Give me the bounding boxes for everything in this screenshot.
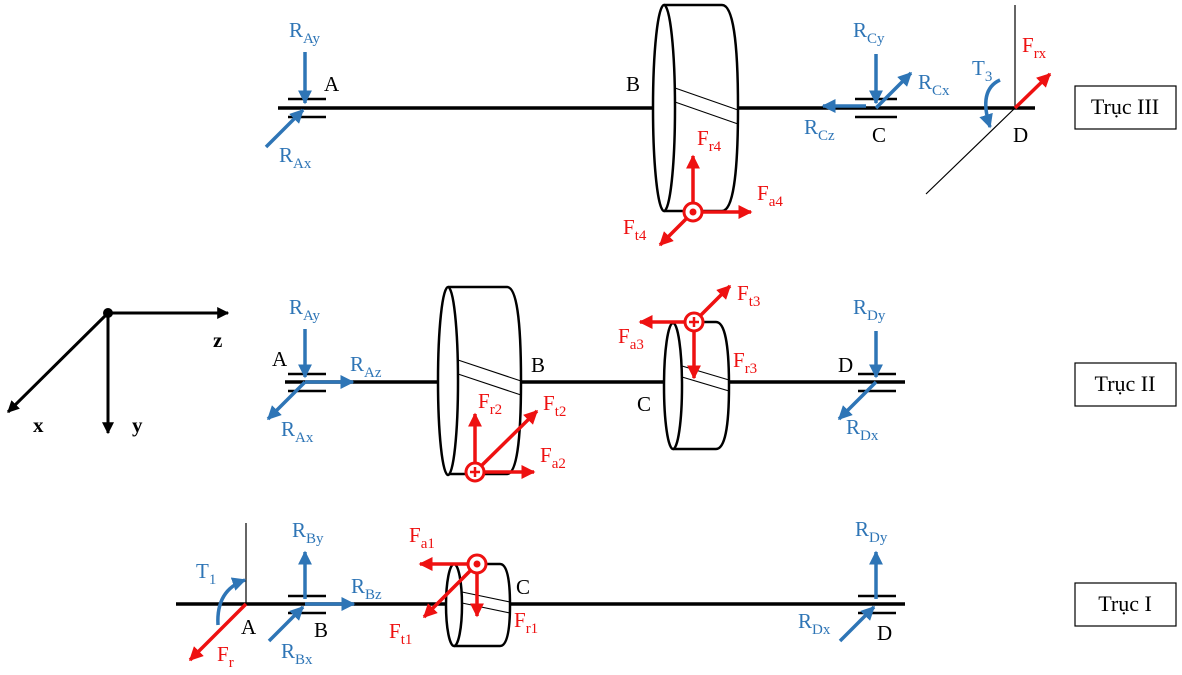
label-a-2: A [272,347,288,371]
label-b-2: B [531,353,545,377]
label-rdx-2: RDx [846,415,879,444]
label-b-1: B [314,618,328,642]
label-rdx-1: RDx [798,609,831,638]
arrow-ft2 [473,409,539,474]
shaft-3-diagram: A B C D RAy RAx RCy RCx RCz T3 Frx Fr4 F… [264,3,1177,247]
label-fa3: Fa3 [618,324,644,353]
z-axis-label: z [213,328,222,352]
label-a-1: A [241,615,257,639]
label-rax-3: RAx [279,143,312,172]
label-fa2: Fa2 [540,443,566,472]
label-fr1: Fr1 [514,608,538,637]
label-fr: Fr [217,642,234,671]
arrow-rax-2 [266,380,307,421]
gear-3 [662,320,731,451]
arrow-frx [1013,72,1052,110]
label-ray-3: RAy [289,18,320,47]
arrow-rax-3 [264,108,305,149]
label-d-2: D [838,353,853,377]
y-axis-label: y [132,413,143,437]
label-ray-2: RAy [289,295,320,324]
arrow-rcx-3 [874,71,913,110]
shaft-3-title: Trục III [1091,94,1159,119]
shaft-1-diagram: A B C D T1 RBy RBz RBx RDy RDx Fr Fa1 Ft… [176,517,1177,671]
label-b-3: B [626,72,640,96]
label-d-1: D [877,621,892,645]
label-rdy-1: RDy [855,517,888,546]
shaft-2-box [1074,362,1177,407]
label-rby-1: RBy [292,518,324,547]
label-a-3: A [324,72,340,96]
label-rbz-1: RBz [351,574,382,603]
arrow-t1 [216,577,247,626]
gear-2 [436,285,523,477]
x-axis-arrow [6,311,110,414]
label-t3: T3 [972,56,992,85]
gear-4 [651,3,740,213]
label-rcz-3: RCz [804,115,835,144]
label-fr4: Fr4 [697,126,722,155]
arrow-rdx-2 [837,380,878,421]
label-frx: Frx [1022,33,1047,62]
label-rcy-3: RCy [853,18,885,47]
label-c-3: C [872,123,886,147]
label-fa4: Fa4 [757,181,783,210]
label-ft3: Ft3 [737,281,760,310]
arrow-fr [188,602,248,662]
coordinate-axes: z y x [6,307,230,437]
shaft-2-diagram: A B C D RAy RAz RAx RDy RDx Fr2 Ft2 Fa2 … [266,281,1177,483]
x-axis-label: x [33,413,44,437]
label-fr2: Fr2 [478,389,502,418]
shaft-2-title: Trục II [1095,371,1156,396]
label-fa1: Fa1 [409,523,435,552]
shaft-3-ref-diagonal [925,107,1016,195]
label-rbx-1: RBx [281,639,313,668]
dot-center-ft1 [473,560,481,568]
label-d-3: D [1013,123,1028,147]
label-rcx-3: RCx [918,70,950,99]
arrow-t3 [979,78,1001,129]
label-c-2: C [637,392,651,416]
label-ft1: Ft1 [389,619,412,648]
shaft-1-title: Trục I [1098,591,1152,616]
label-ft2: Ft2 [543,391,566,420]
label-fr3: Fr3 [733,348,757,377]
shaft-1-box [1074,582,1177,627]
label-t1: T1 [196,559,216,588]
label-c-1: C [516,575,530,599]
label-ft4: Ft4 [623,215,647,244]
arrow-rbx-1 [267,605,305,643]
arrow-ft1 [422,562,479,619]
label-rax-2: RAx [281,417,314,446]
arrow-rdx-1 [838,605,876,643]
shaft-3-box [1074,85,1177,130]
dot-center-ft4 [689,208,697,216]
label-rdy-2: RDy [853,295,886,324]
label-raz-2: RAz [350,352,382,381]
